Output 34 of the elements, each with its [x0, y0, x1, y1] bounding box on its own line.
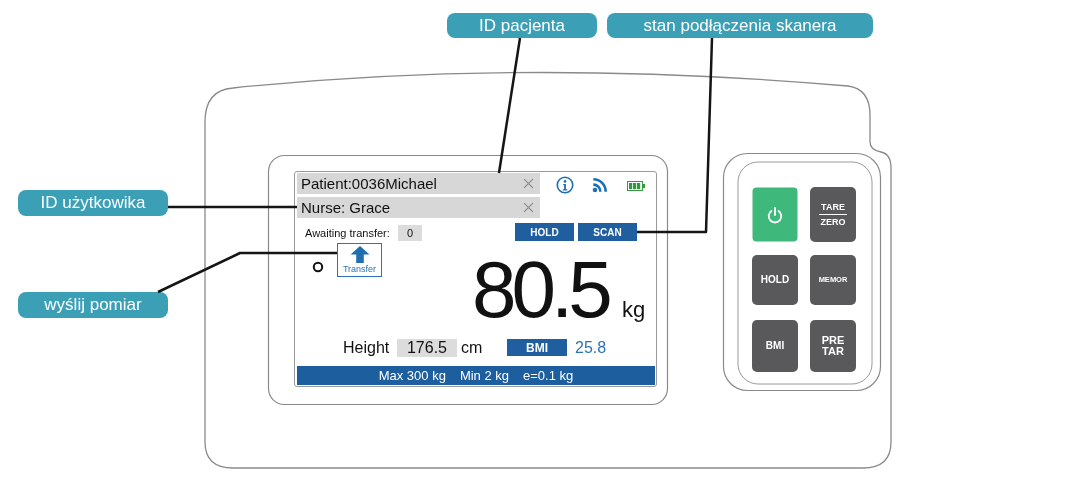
bmi-label: BMI: [507, 339, 567, 356]
status-bar: [297, 366, 655, 385]
keypad-panel: [723, 153, 881, 391]
count-field: 0: [398, 225, 422, 241]
scan-button: SCAN: [578, 223, 637, 241]
leader-line: [497, 37, 522, 174]
max-capacity-text: Max 300 kg: [378, 368, 446, 383]
leader-line: [168, 205, 297, 209]
screen-bezel: [268, 155, 668, 405]
callout-label: wyślij pomiar: [18, 292, 168, 318]
callout-label: ID użytkowika: [18, 190, 168, 216]
weight-reading: 80.5: [472, 250, 608, 330]
tare-zero-key: TARE ZERO: [810, 187, 856, 242]
division-text: e=0.1 kg: [523, 368, 574, 383]
patient-id-field: Patient:0036Michael: [297, 173, 540, 194]
bmi-value: 25.8: [575, 339, 607, 356]
leader-line: [157, 251, 337, 294]
callout-label: stan podłączenia skanera: [607, 13, 873, 38]
leader-line: [637, 37, 714, 234]
hold-button: HOLD: [515, 223, 574, 241]
callout-label: ID pacjenta: [447, 13, 597, 38]
min-capacity-text: Min 2 kg: [459, 368, 510, 383]
power-key: [752, 187, 798, 242]
bmi-key: BMI: [752, 320, 798, 372]
transfer-button: Transfer: [337, 243, 382, 277]
field-label: Awaiting transfer:: [305, 227, 390, 239]
hold-key: HOLD: [752, 255, 798, 305]
height-field: 176.5: [397, 339, 457, 357]
preset-tare-key: PRE TAR: [810, 320, 856, 372]
user-id-field: Nurse: Grace: [297, 197, 540, 218]
field-label: Height: [343, 340, 390, 356]
device-housing: [203, 70, 893, 470]
unit-label: cm: [461, 340, 483, 356]
unit-label: kg: [622, 299, 646, 321]
